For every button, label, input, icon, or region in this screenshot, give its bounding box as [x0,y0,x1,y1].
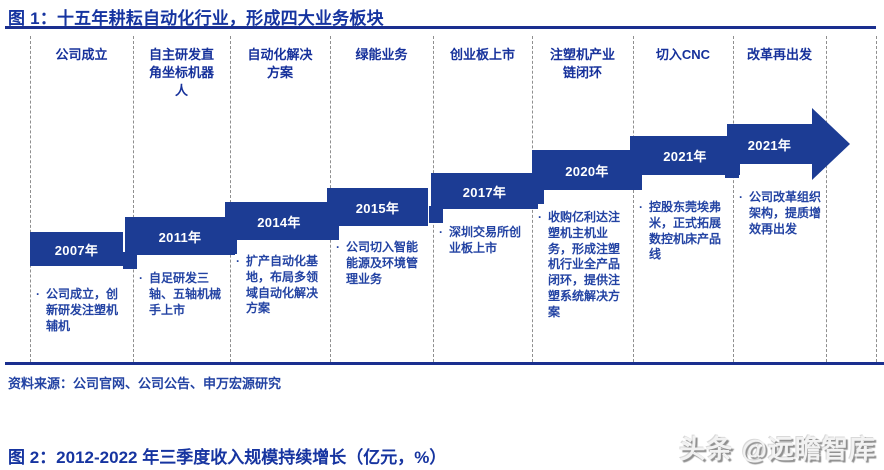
milestone-description-text: 扩产自动化基地，布局多领域自动化解决方案 [246,254,319,316]
milestone-header: 改革再出发 [746,47,812,62]
step-connector [429,206,443,223]
figure1-title-underline [5,26,876,29]
milestone-description-text: 深圳交易所创业板上市 [449,225,522,255]
column-separator [133,36,134,362]
milestone-description-text: 收购亿利达注塑机主机业务，形成注塑机行业全产品闭环，提供注塑系统解决方案 [548,210,621,319]
timeline-arrow-head [812,108,850,180]
year-step: 2011年 [125,217,235,255]
column-separator [30,36,31,362]
milestone-description: 收购亿利达注塑机主机业务，形成注塑机行业全产品闭环，提供注塑系统解决方案 [538,210,625,321]
year-step: 2021年 [727,124,812,164]
milestone-description-text: 公司切入智能能源及环境管理业务 [346,240,419,286]
column-separator [826,36,827,362]
milestone-description: 公司切入智能能源及环境管理业务 [336,240,425,287]
milestone-header: 自动化解决方案 [247,47,313,80]
step-connector [123,252,137,269]
section-divider [5,362,884,365]
milestone-header: 切入CNC [655,47,711,62]
milestone-description-text: 公司改革组织架构，提质增效再出发 [749,190,822,236]
milestone-description: 公司成立，创新研发注塑机辅机 [36,287,125,334]
milestone-header: 创业板上市 [449,47,515,62]
milestone-header: 注塑机产业链闭环 [549,47,615,80]
bullet-icon [439,225,449,257]
column-separator [876,36,877,362]
year-step: 2017年 [431,173,538,209]
milestone-description-text: 公司成立，创新研发注塑机辅机 [46,287,119,333]
milestone-header: 公司成立 [55,47,108,62]
column-separator [633,36,634,362]
year-step: 2021年 [630,136,740,175]
bullet-icon [739,190,749,237]
milestone-description: 自足研发三轴、五轴机械手上市 [139,271,222,318]
column-separator [230,36,231,362]
year-step: 2020年 [532,150,642,190]
source-note: 资料来源：公司官网、公司公告、申万宏源研究 [8,376,282,391]
milestone-description: 公司改革组织架构，提质增效再出发 [739,190,821,237]
bullet-icon [236,254,246,317]
watermark: 头条 @远瞻智库 [679,434,876,464]
milestone-description: 深圳交易所创业板上市 [439,225,524,257]
year-step: 2015年 [327,188,428,226]
bullet-icon [336,240,346,287]
figure2-title: 图 2：2012-2022 年三季度收入规模持续增长（亿元，%） [8,448,447,467]
milestone-header: 自主研发直角坐标机器人 [148,47,214,98]
bullet-icon [139,271,149,318]
column-separator [733,36,734,362]
milestone-header: 绿能业务 [355,47,408,62]
milestone-description-text: 自足研发三轴、五轴机械手上市 [149,271,222,317]
bullet-icon [36,287,46,334]
year-step: 2014年 [225,202,333,240]
milestone-description: 控股东莞埃弗米，正式拓展数控机床产品线 [639,200,725,263]
milestone-description: 扩产自动化基地，布局多领域自动化解决方案 [236,254,322,317]
figure1-title: 图 1：十五年耕耘自动化行业，形成四大业务板块 [8,9,384,28]
bullet-icon [538,210,548,321]
milestone-description-text: 控股东莞埃弗米，正式拓展数控机床产品线 [649,200,722,262]
bullet-icon [639,200,649,263]
year-step: 2007年 [30,232,123,266]
